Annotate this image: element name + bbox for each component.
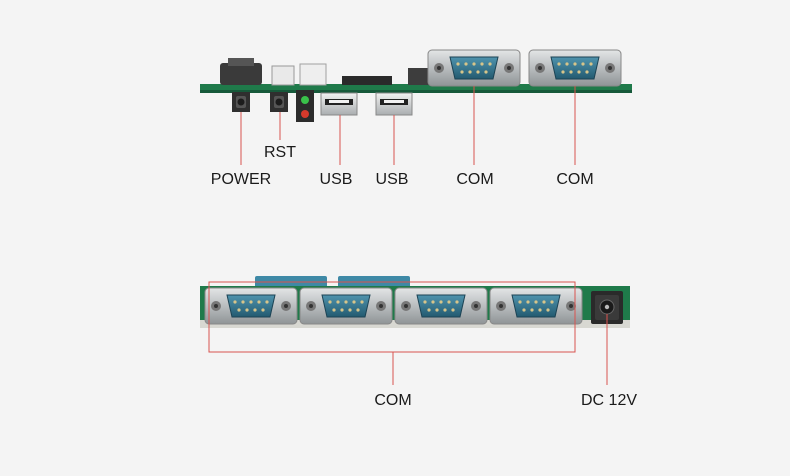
label-com-2: COM bbox=[556, 171, 594, 188]
label-dc-12v: DC 12V bbox=[580, 392, 638, 409]
label-usb-1: USB bbox=[319, 171, 353, 188]
top-com-port-2 bbox=[528, 49, 622, 87]
bottom-com-port-3 bbox=[394, 287, 488, 325]
power-button bbox=[232, 92, 250, 112]
usb-port-2 bbox=[375, 92, 413, 116]
label-com-group: COM bbox=[374, 392, 412, 409]
bottom-com-port-2 bbox=[299, 287, 393, 325]
top-leader-lines bbox=[240, 86, 576, 165]
dc-jack bbox=[591, 291, 623, 324]
label-power: POWER bbox=[210, 171, 272, 188]
usb-port-1 bbox=[320, 92, 358, 116]
label-usb-2: USB bbox=[375, 171, 409, 188]
top-com-port-1 bbox=[427, 49, 521, 87]
top-board bbox=[200, 49, 632, 165]
bottom-leader-lines bbox=[208, 281, 608, 385]
label-com-1: COM bbox=[456, 171, 494, 188]
bottom-board bbox=[200, 276, 630, 385]
label-rst: RST bbox=[264, 144, 296, 161]
top-header-connector bbox=[271, 65, 295, 86]
bottom-com-port-1 bbox=[204, 287, 298, 325]
reset-button bbox=[270, 92, 288, 112]
status-leds bbox=[296, 90, 314, 122]
top-audio-jack bbox=[220, 63, 262, 85]
bottom-com-port-4 bbox=[489, 287, 583, 325]
top-pcb bbox=[200, 84, 632, 93]
